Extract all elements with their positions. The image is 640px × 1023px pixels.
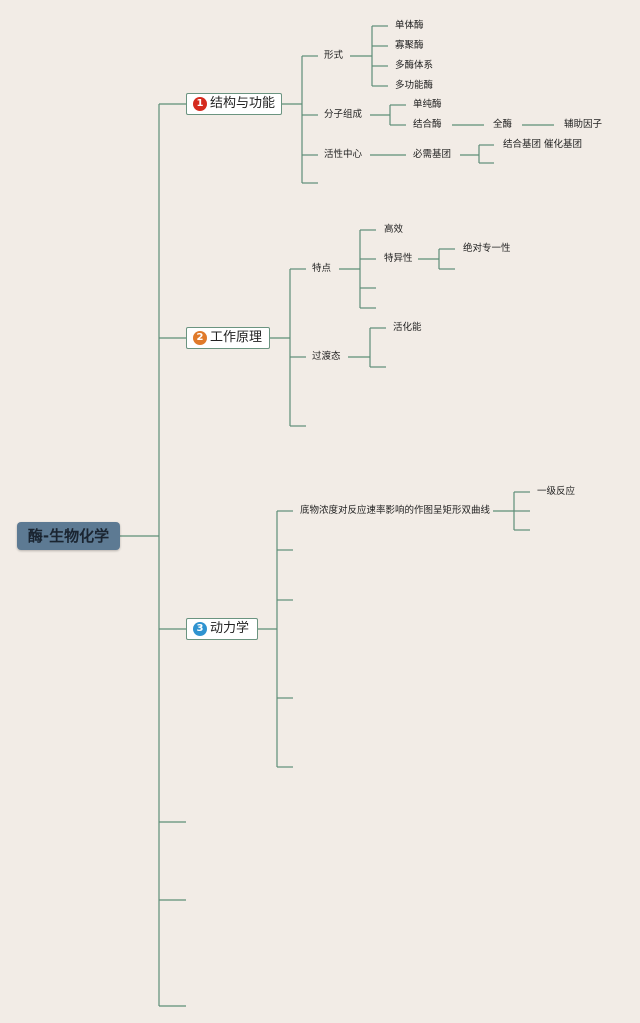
topic-efficient[interactable]: 高效 (384, 224, 404, 235)
topic-essential-groups[interactable]: 必需基团 (413, 149, 452, 160)
topic-first-order-reaction[interactable]: 一级反应 (537, 486, 576, 497)
branch-working-principle[interactable]: 2 工作原理 (186, 327, 270, 349)
topic-absolute-specificity[interactable]: 绝对专一性 (463, 243, 511, 254)
root-node[interactable]: 酶-生物化学 (17, 522, 120, 550)
branch-label: 结构与功能 (210, 96, 276, 111)
topic-conjugated-enzyme[interactable]: 结合酶 (413, 119, 442, 130)
topic-cofactor[interactable]: 辅助因子 (564, 119, 603, 130)
topic-binding-catalytic-groups[interactable]: 结合基团 催化基团 (503, 139, 583, 150)
branch-kinetics[interactable]: 3 动力学 (186, 618, 258, 640)
topic-specificity[interactable]: 特异性 (384, 253, 413, 264)
topic-transition-state[interactable]: 过渡态 (312, 351, 341, 362)
topic-activation-energy[interactable]: 活化能 (393, 322, 422, 333)
topic-holoenzyme[interactable]: 全酶 (493, 119, 513, 130)
number-badge-3: 3 (193, 622, 207, 636)
branch-structure-function[interactable]: 1 结构与功能 (186, 93, 282, 115)
topic-molecular-composition[interactable]: 分子组成 (324, 109, 363, 120)
topic-simple-enzyme[interactable]: 单纯酶 (413, 99, 442, 110)
topic-substrate-concentration-curve[interactable]: 底物浓度对反应速率影响的作图呈矩形双曲线 (300, 505, 491, 516)
branch-label: 工作原理 (210, 330, 263, 345)
topic-active-center[interactable]: 活性中心 (324, 149, 363, 160)
topic-form-item[interactable]: 单体酶 (395, 20, 424, 31)
topic-features[interactable]: 特点 (312, 263, 332, 274)
topic-form-item[interactable]: 多酶体系 (395, 60, 434, 71)
number-badge-2: 2 (193, 331, 207, 345)
number-badge-1: 1 (193, 97, 207, 111)
branch-label: 动力学 (210, 621, 250, 636)
topic-form-item[interactable]: 寡聚酶 (395, 40, 424, 51)
topic-form[interactable]: 形式 (324, 50, 344, 61)
topic-form-item[interactable]: 多功能酶 (395, 80, 434, 91)
